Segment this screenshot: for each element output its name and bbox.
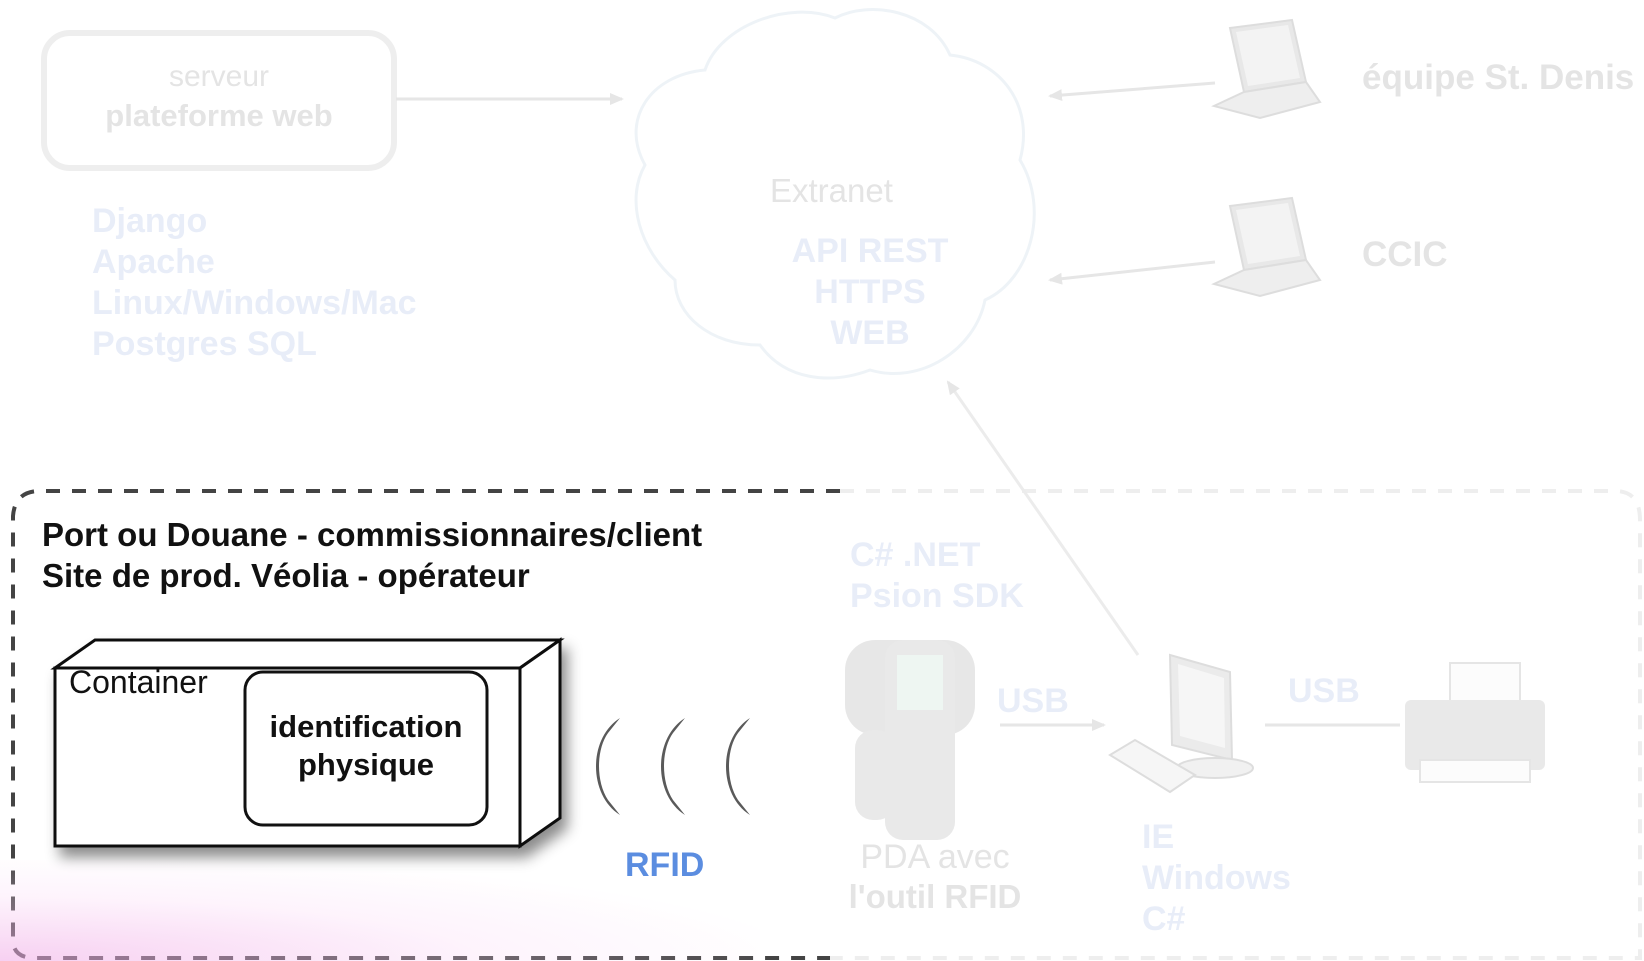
server-stack-django: Django xyxy=(92,202,208,240)
server-label: serveur xyxy=(168,60,270,93)
server-box xyxy=(41,30,397,171)
pda-label-line1: PDA avec xyxy=(860,838,1010,876)
arrow-team-to-extranet xyxy=(1048,81,1216,102)
client-ccic-label: CCIC xyxy=(1362,235,1448,274)
rfid-label: RFID xyxy=(625,846,705,884)
workstation-stack-csharp: C# xyxy=(1142,900,1186,938)
pda-label-line2: l'outil RFID xyxy=(848,878,1022,915)
workstation-stack-windows: Windows xyxy=(1142,859,1291,897)
pda-sdk-dotnet: C# .NET xyxy=(850,536,981,574)
usb-label-pda: USB xyxy=(997,682,1069,720)
printer-icon xyxy=(1405,662,1545,783)
extranet-protocol-https: HTTPS xyxy=(814,273,926,311)
identification-box xyxy=(243,670,489,827)
extranet-protocol-web: WEB xyxy=(830,314,910,352)
laptop-icon xyxy=(1211,196,1322,298)
identification-label-line2: physique xyxy=(297,747,435,782)
client-team-label: équipe St. Denis xyxy=(1362,58,1635,97)
extranet-protocol-api: API REST xyxy=(791,232,949,270)
usb-label-printer: USB xyxy=(1288,672,1360,710)
site-title-line2: Site de prod. Véolia - opérateur xyxy=(42,557,530,594)
server-platform-label: plateforme web xyxy=(105,98,333,133)
server-stack-apache: Apache xyxy=(92,243,215,281)
container-label: Container xyxy=(69,664,208,700)
extranet-cloud-shape xyxy=(634,8,1036,380)
identification-label-line1: identification xyxy=(269,709,463,744)
pda-sdk-psion: Psion SDK xyxy=(850,577,1024,615)
background-glow xyxy=(0,860,760,961)
arrow-ccic-to-extranet xyxy=(1048,260,1216,285)
laptop-icon xyxy=(1211,18,1322,120)
site-boundary-dark xyxy=(11,489,840,960)
desktop-computer-icon xyxy=(1108,653,1254,794)
site-title-line1: Port ou Douane - commissionnaires/client xyxy=(42,516,703,553)
rfid-wave-icon xyxy=(596,718,750,815)
server-stack-os: Linux/Windows/Mac xyxy=(92,284,417,322)
site-boundary-faded xyxy=(830,489,1642,960)
arrow-workstation-to-extranet xyxy=(946,380,1140,656)
extranet-title: Extranet xyxy=(770,172,893,209)
server-stack-db: Postgres SQL xyxy=(92,325,317,363)
workstation-stack-ie: IE xyxy=(1142,818,1175,856)
pda-device-icon xyxy=(845,640,975,840)
